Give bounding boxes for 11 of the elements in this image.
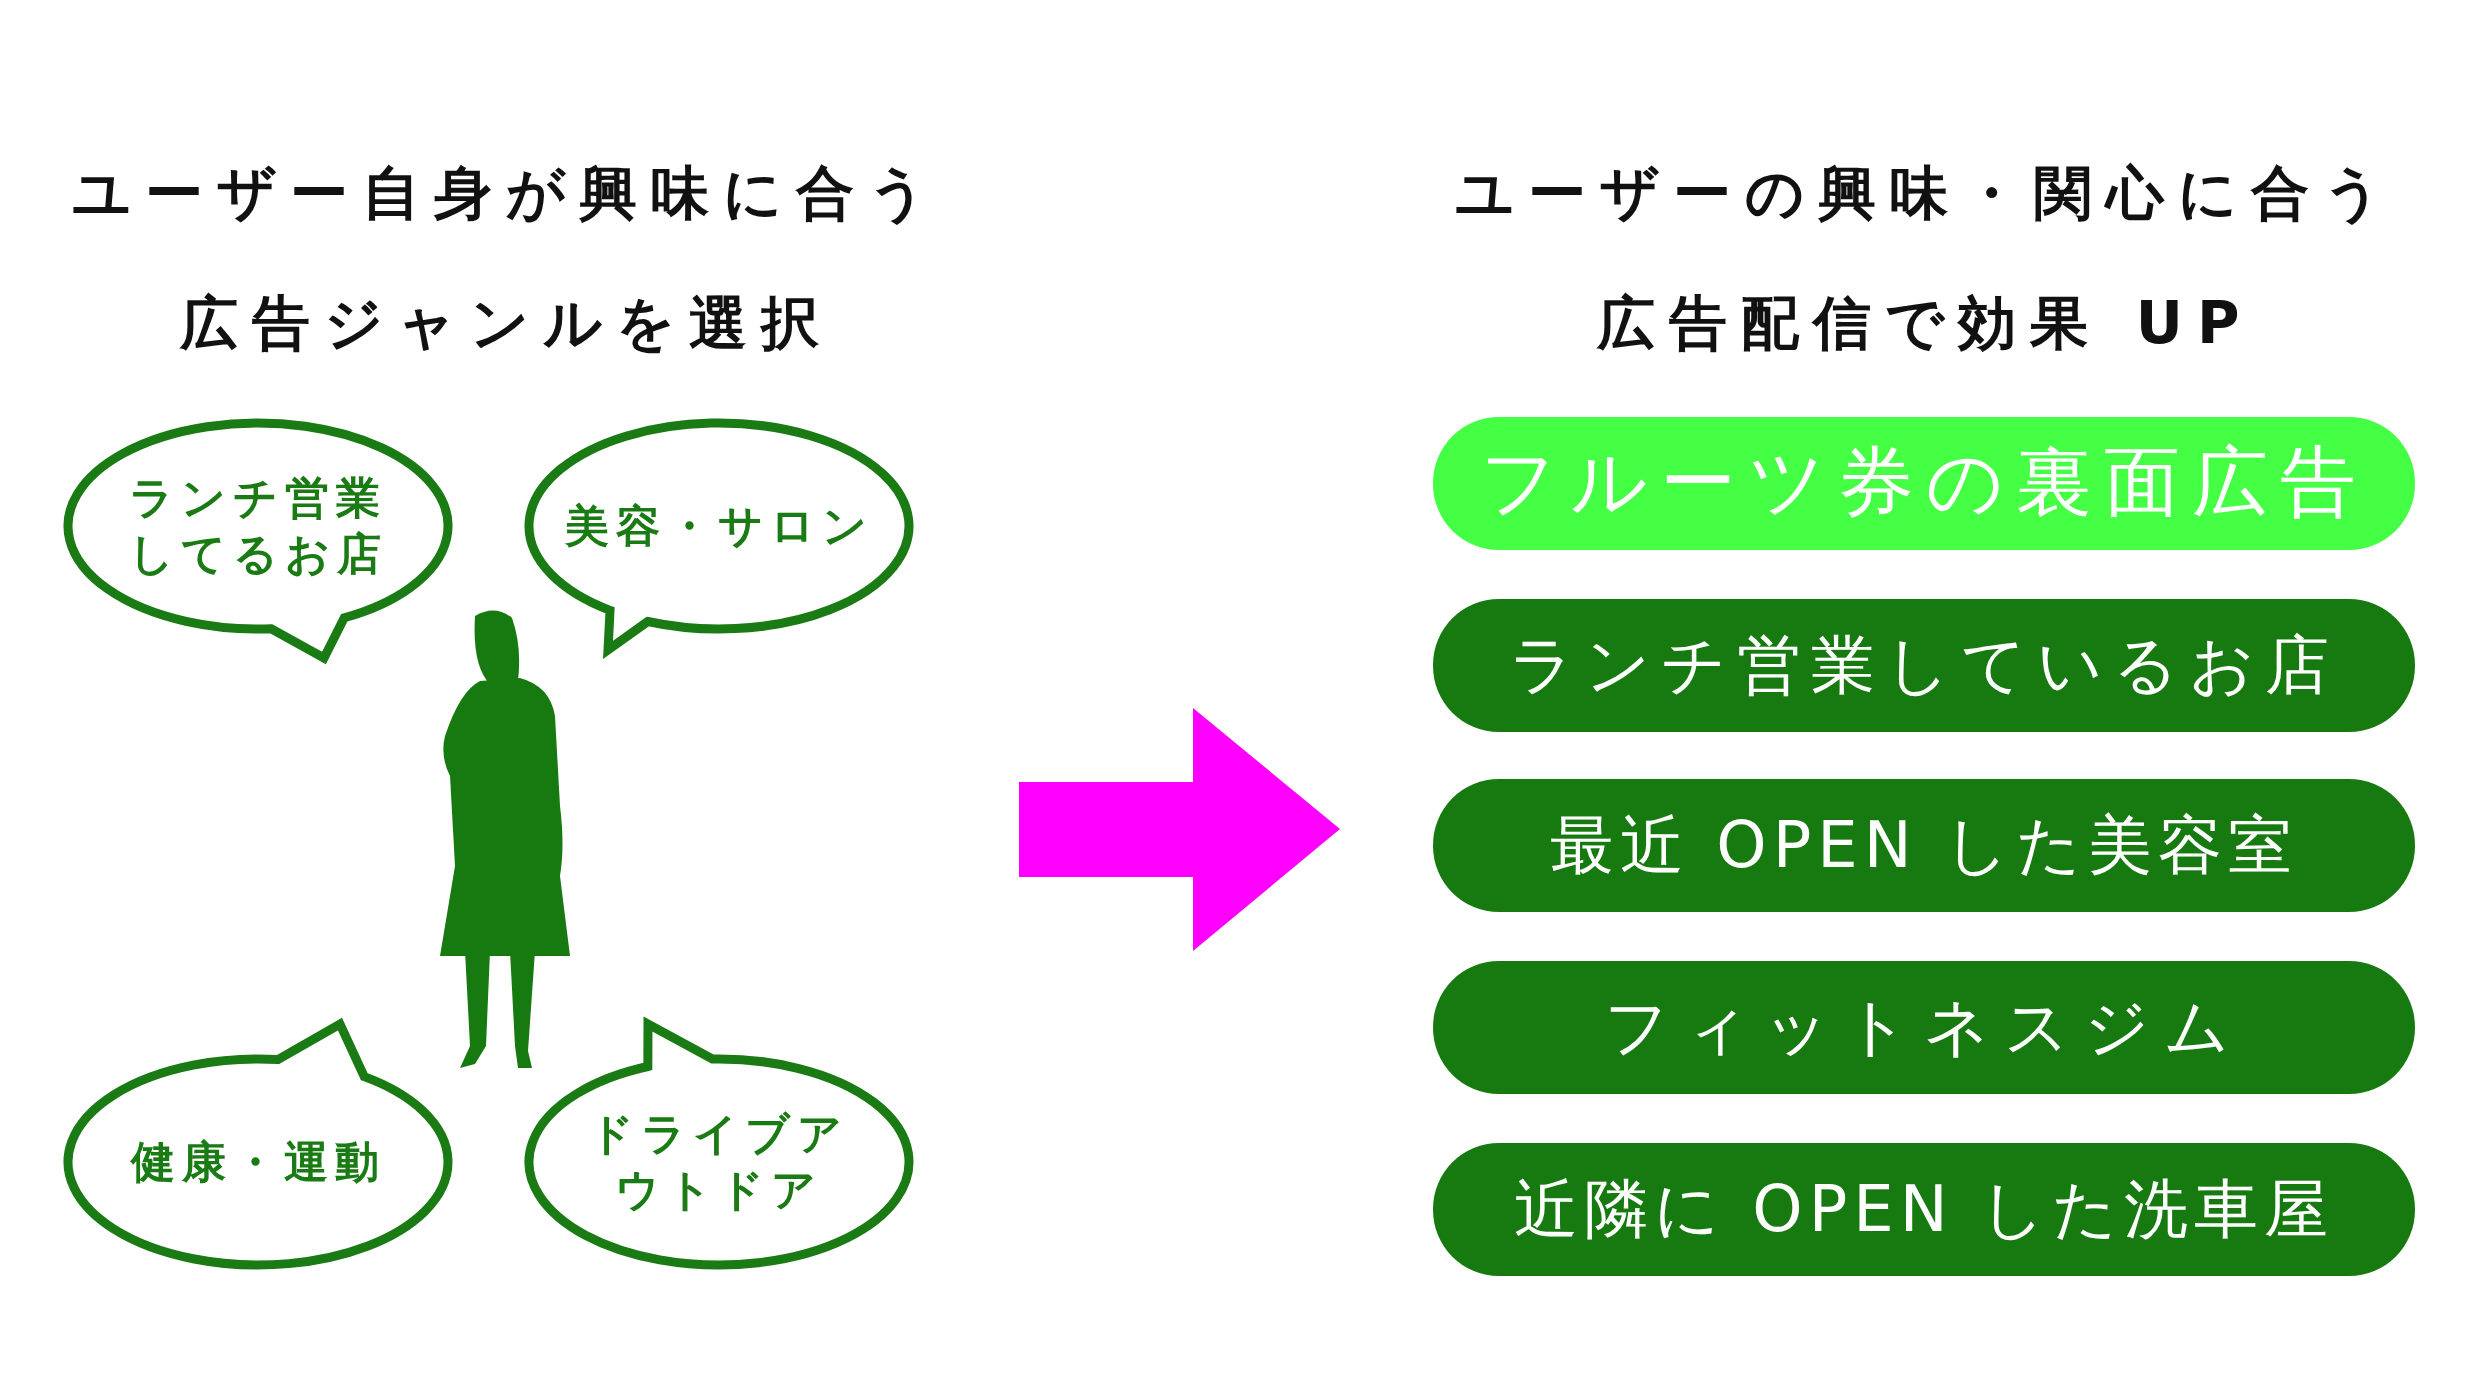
ad-genre-bar: 近隣に OPEN した洗車屋 [1433,1143,2415,1276]
bubble-text: ドライブアウトドア [588,1107,850,1217]
ad-genre-bar: ランチ営業しているお店 [1433,599,2415,732]
heading-text: ユーザーの興味・関心に合う広告配信で効果 UP [1453,158,2397,359]
bubble-text: 美容・サロン [563,499,875,553]
heading-text: ユーザー自身が興味に合う広告ジャンルを選択 [70,158,942,359]
ad-genre-bar: フルーツ券の裏面広告 [1433,417,2415,550]
bubble-text: ランチ営業してるお店 [127,471,389,581]
ad-genre-bar: 最近 OPEN した美容室 [1433,779,2415,912]
ad-genre-bar: フィットネスジム [1433,961,2415,1094]
bubble-text: 健康・運動 [129,1135,387,1189]
